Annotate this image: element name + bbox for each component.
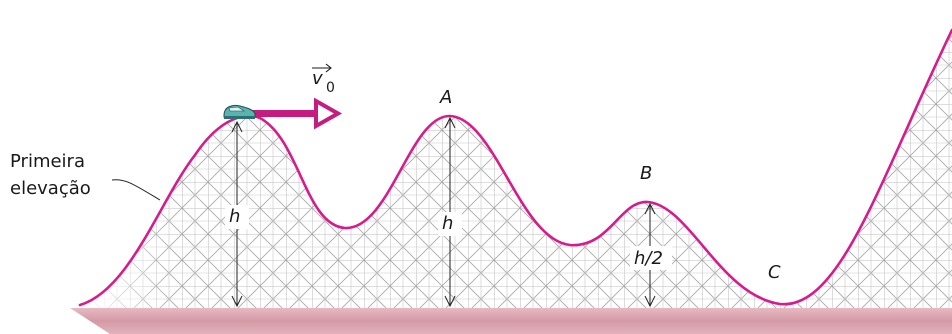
height-label-b: h/2 [634, 248, 663, 269]
point-c-label: C [768, 262, 781, 283]
height-label-a: h [442, 213, 453, 234]
ground [70, 308, 952, 334]
point-a-label: A [439, 87, 452, 108]
lattice-fade [80, 150, 170, 310]
vector-arrow-icon [312, 63, 332, 73]
height-label-bg-3 [630, 246, 672, 270]
velocity-label: v 0 [312, 63, 335, 96]
height-label-bg-2 [438, 212, 462, 236]
track-curve [78, 28, 952, 307]
velocity-subscript: 0 [326, 80, 335, 96]
first-hill-label-line2: elevação [10, 178, 91, 199]
point-b-label: B [640, 163, 652, 184]
velocity-symbol: v [312, 68, 323, 89]
velocity-arrow [250, 97, 343, 130]
first-hill-leader [111, 179, 161, 201]
height-label-first: h [229, 206, 240, 227]
first-hill-label-line1: Primeira [10, 151, 85, 172]
coaster-car-icon [223, 104, 256, 119]
height-label-bg-1 [225, 205, 249, 229]
support-lattice [80, 30, 952, 310]
